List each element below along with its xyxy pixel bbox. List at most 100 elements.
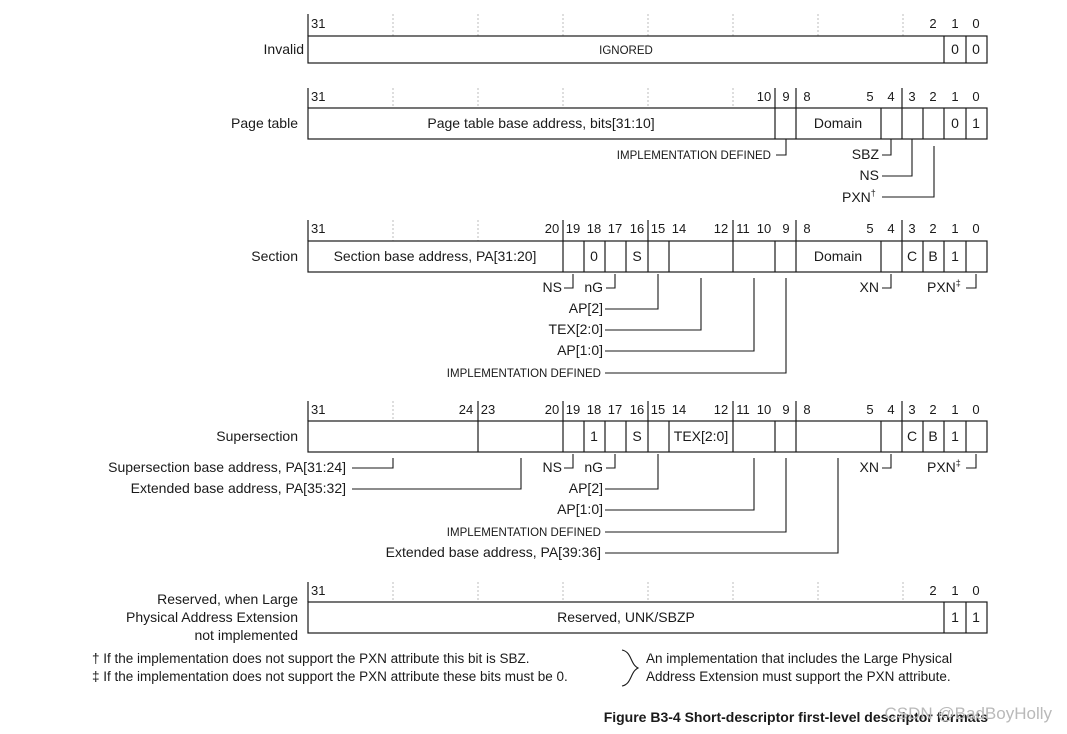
row-supersection: 31 24 23 20 19 18 17 16 15 14 12 11 10 9… — [108, 401, 988, 560]
row-reserved: 31 2 1 0 Reserved, when Large Physical A… — [126, 582, 988, 643]
bit-number: 3 — [908, 221, 915, 236]
footnote-note-line-1: An implementation that includes the Larg… — [646, 651, 952, 666]
bit-number: 8 — [803, 221, 810, 236]
bit-number: 3 — [908, 402, 915, 417]
bit-number: 31 — [311, 402, 325, 417]
row-invalid: 31 2 1 0 Invalid IGNORED 0 0 — [264, 14, 988, 64]
bit-number: 8 — [803, 89, 810, 104]
bit-number: 10 — [757, 89, 771, 104]
callout-ext-base-35-32: Extended base address, PA[35:32] — [131, 480, 346, 496]
bit-number: 0 — [972, 221, 979, 236]
bit-number: 9 — [782, 402, 789, 417]
field-bit1: 1 — [951, 609, 959, 625]
brace-icon — [621, 649, 640, 687]
bit-number: 31 — [311, 89, 325, 104]
callout-ext-base-39-36: Extended base address, PA[39:36] — [386, 544, 601, 560]
callout-impl-defined: IMPLEMENTATION DEFINED — [617, 150, 771, 162]
bit-number: 31 — [311, 583, 325, 598]
row-label: Supersection — [216, 428, 298, 444]
descriptor-box — [307, 107, 988, 140]
field-base-address: Section base address, PA[31:20] — [334, 248, 537, 264]
bit-number: 9 — [782, 221, 789, 236]
field-bit1: 1 — [951, 428, 959, 444]
bit-number: 15 — [651, 402, 665, 417]
field-c: C — [907, 428, 917, 444]
row-label: Invalid — [264, 41, 304, 57]
field-bit1: 0 — [951, 41, 959, 57]
bit-number: 12 — [714, 221, 728, 236]
bit-number: 2 — [929, 402, 936, 417]
bit-number: 16 — [630, 221, 644, 236]
bit-number: 20 — [545, 221, 559, 236]
footnote-dagger: † If the implementation does not support… — [92, 651, 529, 666]
callout-ap2: AP[2] — [569, 480, 603, 496]
field-domain: Domain — [814, 115, 862, 131]
field-s: S — [632, 428, 641, 444]
bit-number: 14 — [672, 402, 686, 417]
field-bit0: 1 — [972, 115, 980, 131]
field-bit1: 1 — [951, 248, 959, 264]
callout-ng: nG — [584, 279, 603, 295]
footnote-note-line-2: Address Extension must support the PXN a… — [646, 669, 951, 684]
bit-number: 19 — [566, 402, 580, 417]
field-bit18: 0 — [590, 248, 598, 264]
field-c: C — [907, 248, 917, 264]
callout-ng: nG — [584, 459, 603, 475]
field-tex: TEX[2:0] — [674, 428, 728, 444]
bit-number: 2 — [929, 16, 936, 31]
callout-tex: TEX[2:0] — [549, 321, 603, 337]
bit-number: 0 — [972, 583, 979, 598]
bit-number: 1 — [951, 89, 958, 104]
callout-ap10: AP[1:0] — [557, 342, 603, 358]
row-label: Page table — [231, 115, 298, 131]
bit-number: 1 — [951, 402, 958, 417]
bit-number: 4 — [887, 402, 894, 417]
figure-caption: Figure B3-4 Short-descriptor first-level… — [604, 709, 989, 725]
bit-number: 23 — [481, 402, 495, 417]
callout-xn: XN — [860, 279, 879, 295]
bit-number: 5 — [866, 221, 873, 236]
bit-number: 1 — [951, 583, 958, 598]
bit-number: 14 — [672, 221, 686, 236]
bit-number: 18 — [587, 221, 601, 236]
field-reserved: Reserved, UNK/SBZP — [557, 609, 695, 625]
bit-ticks — [392, 14, 904, 602]
bit-number: 5 — [866, 89, 873, 104]
callout-ap10: AP[1:0] — [557, 501, 603, 517]
bit-number: 15 — [651, 221, 665, 236]
field-s: S — [632, 248, 641, 264]
bit-number: 2 — [929, 221, 936, 236]
field-base-address: Page table base address, bits[31:10] — [427, 115, 654, 131]
field-b: B — [928, 248, 937, 264]
callout-ns: NS — [543, 459, 562, 475]
bit-number: 11 — [736, 221, 750, 236]
bit-number: 31 — [311, 221, 325, 236]
field-bit1: 0 — [951, 115, 959, 131]
bit-number: 1 — [951, 221, 958, 236]
row-label: Section — [251, 248, 298, 264]
bit-number: 24 — [459, 402, 473, 417]
callout-ap2: AP[2] — [569, 300, 603, 316]
callout-ns: NS — [860, 167, 879, 183]
bit-number: 9 — [782, 89, 789, 104]
bit-number: 2 — [929, 89, 936, 104]
bit-number: 2 — [929, 583, 936, 598]
field-domain: Domain — [814, 248, 862, 264]
bit-number: 4 — [887, 89, 894, 104]
callout-impl-defined: IMPLEMENTATION DEFINED — [447, 368, 601, 380]
field-ignored: IGNORED — [599, 45, 653, 57]
descriptor-box — [307, 35, 988, 64]
bit-number: 10 — [757, 402, 771, 417]
bit-number: 3 — [908, 89, 915, 104]
bit-number: 0 — [972, 89, 979, 104]
bit-number: 8 — [803, 402, 810, 417]
bit-number: 10 — [757, 221, 771, 236]
field-bit0: 1 — [972, 609, 980, 625]
row-section: 31 20 19 18 17 16 15 14 12 11 10 9 8 5 4… — [251, 220, 988, 380]
row-label-line-1: Reserved, when Large — [157, 591, 298, 607]
callout-pxn: PXN‡ — [927, 278, 961, 295]
bit-number: 16 — [630, 402, 644, 417]
bit-number: 0 — [972, 16, 979, 31]
